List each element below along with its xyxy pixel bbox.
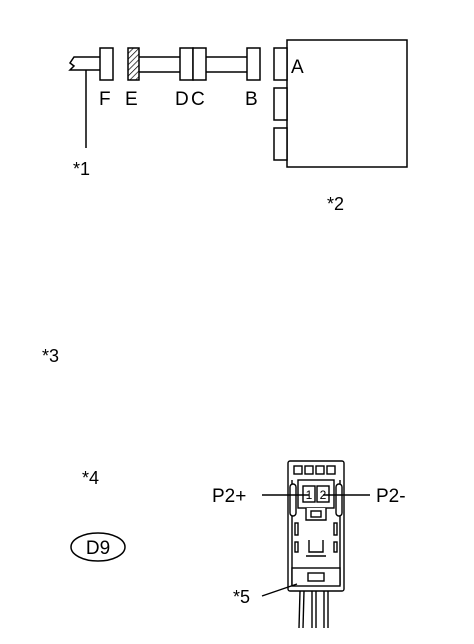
pin-2-box bbox=[316, 485, 330, 503]
connector-d bbox=[179, 47, 194, 81]
pin-1-box bbox=[302, 485, 316, 503]
ear-right bbox=[335, 483, 343, 517]
terminal-p2-minus: P2- bbox=[376, 486, 406, 507]
connector-id-badge: D9 bbox=[70, 532, 126, 562]
label-b: B bbox=[245, 89, 258, 110]
terminal-p2-plus: P2+ bbox=[212, 486, 246, 507]
callout-5: *5 bbox=[233, 587, 250, 607]
ecu-box bbox=[286, 39, 408, 168]
bar-right-2 bbox=[333, 541, 338, 553]
wire-cut-end bbox=[68, 56, 84, 71]
connector-wires bbox=[261, 583, 329, 629]
label-d: D bbox=[175, 89, 189, 110]
bar-left-1 bbox=[294, 522, 299, 536]
connector-e bbox=[127, 47, 140, 81]
connector-b bbox=[246, 47, 261, 81]
bar-right-1 bbox=[333, 522, 338, 536]
callout-3: *3 bbox=[42, 346, 59, 366]
connector-f bbox=[99, 47, 114, 81]
connector-c bbox=[192, 47, 207, 81]
latch-tab bbox=[310, 510, 322, 518]
connector-front-view bbox=[287, 460, 345, 592]
ear-left bbox=[289, 483, 297, 517]
ecu-connector-3 bbox=[273, 127, 288, 161]
base-slot bbox=[307, 572, 325, 582]
label-a: A bbox=[291, 57, 304, 78]
callout-1: *1 bbox=[73, 159, 90, 179]
top-slot-3 bbox=[315, 465, 325, 475]
leader-5 bbox=[261, 583, 298, 597]
top-slot-2 bbox=[304, 465, 314, 475]
bar-left-2 bbox=[294, 541, 299, 553]
pin-1-number: 1 bbox=[306, 488, 313, 502]
ecu-connector-a bbox=[273, 47, 288, 81]
lock-window bbox=[308, 540, 324, 553]
callout-4: *4 bbox=[82, 468, 99, 488]
label-c: C bbox=[191, 89, 205, 110]
callout-2: *2 bbox=[327, 194, 344, 214]
ecu-connector-2 bbox=[273, 87, 288, 121]
harness-assembly bbox=[68, 39, 408, 168]
label-e: E bbox=[125, 89, 138, 110]
connector-id-text: D9 bbox=[86, 538, 110, 559]
top-slot-1 bbox=[293, 465, 303, 475]
top-slot-4 bbox=[326, 465, 336, 475]
label-f: F bbox=[99, 89, 111, 110]
